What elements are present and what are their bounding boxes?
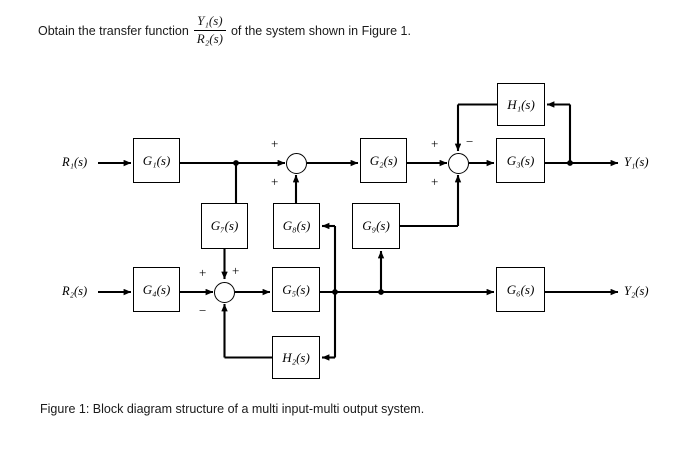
block-g2-label: G₂(s) xyxy=(369,152,398,168)
summing-junction-2[interactable] xyxy=(447,152,469,174)
block-g2[interactable]: G₂(s) xyxy=(360,138,407,183)
input-label-r1: R₁(s) xyxy=(62,155,88,169)
block-g8-label: G₈(s) xyxy=(282,218,311,233)
block-g5[interactable]: G₅(s) xyxy=(272,267,320,312)
diagram-wires xyxy=(98,101,619,361)
block-h2[interactable]: H₂(s) xyxy=(272,336,320,379)
block-h2-label: H₂(s) xyxy=(282,349,310,365)
block-g9[interactable]: G₉(s) xyxy=(352,203,400,249)
fraction-denominator: R₂(s) xyxy=(196,30,223,46)
summing-junction-3[interactable] xyxy=(213,281,235,303)
summing-junction-1[interactable] xyxy=(285,152,307,174)
block-g6-label: G₆(s) xyxy=(506,281,535,297)
prompt-tail-text: of the system shown in Figure 1. xyxy=(230,24,411,38)
block-g1[interactable]: G₁(s) xyxy=(133,138,180,183)
block-g8[interactable]: G₈(s) xyxy=(273,203,320,249)
transfer-function-fraction: Y₁(s) R₂(s) xyxy=(193,12,226,47)
summing-junction-2-sign-left: + xyxy=(431,136,439,151)
figure-caption: Figure 1: Block diagram structure of a m… xyxy=(40,402,425,416)
fraction-numerator: Y₁(s) xyxy=(197,12,223,28)
input-label-r2: R₂(s) xyxy=(62,284,88,298)
block-g9-label: G₉(s) xyxy=(362,218,390,233)
summing-junction-2-sign-top: − xyxy=(466,134,474,149)
block-diagram: G₁(s) G₂(s) G₃(s) G₄(s) G₅(s) G₆(s) G₇(s… xyxy=(0,55,690,395)
block-g3[interactable]: G₃(s) xyxy=(496,138,545,183)
summing-junction-3-sign-top: + xyxy=(232,263,240,278)
summing-junction-1-sign-left: + xyxy=(271,136,279,151)
block-h1-label: H₁(s) xyxy=(507,96,535,112)
block-g5-label: G₅(s) xyxy=(282,281,310,297)
fraction-bar xyxy=(193,29,226,31)
block-h1[interactable]: H₁(s) xyxy=(497,83,545,126)
summing-junction-3-sign-bottom: − xyxy=(199,303,207,318)
block-g1-label: G₁(s) xyxy=(142,152,171,168)
prompt-lead-text: Obtain the transfer function xyxy=(38,24,189,38)
problem-statement: Obtain the transfer function Y₁(s) R₂(s)… xyxy=(38,10,658,52)
summing-junction-2-sign-bottom: + xyxy=(431,174,439,189)
output-label-y2: Y₂(s) xyxy=(624,284,649,298)
summing-junction-1-sign-bottom: + xyxy=(271,174,279,189)
block-g3-label: G₃(s) xyxy=(506,152,535,168)
block-g7-label: G₇(s) xyxy=(210,218,239,233)
block-g7[interactable]: G₇(s) xyxy=(201,203,248,249)
summing-junction-3-sign-left: + xyxy=(199,265,207,280)
block-g6[interactable]: G₆(s) xyxy=(496,267,545,312)
block-g4-label: G₄(s) xyxy=(142,281,171,297)
block-g4[interactable]: G₄(s) xyxy=(133,267,180,312)
output-label-y1: Y₁(s) xyxy=(624,155,649,169)
